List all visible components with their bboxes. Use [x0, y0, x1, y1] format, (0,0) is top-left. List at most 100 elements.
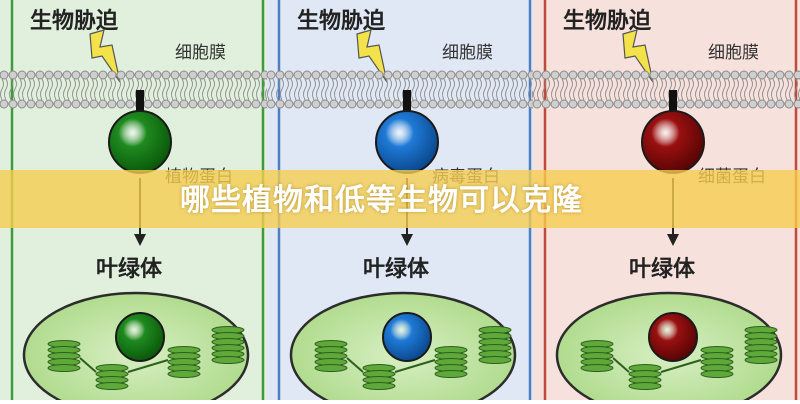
- membrane-head: [605, 71, 613, 79]
- membrane-head: [18, 100, 26, 108]
- membrane-head: [650, 71, 658, 79]
- membrane-head: [632, 100, 640, 108]
- membrane-head: [117, 100, 125, 108]
- membrane-head: [713, 100, 721, 108]
- thylakoid-disc: [363, 383, 395, 390]
- membrane-head: [623, 100, 631, 108]
- membrane-head: [587, 100, 595, 108]
- thylakoid-disc: [581, 365, 613, 372]
- membrane-head: [63, 100, 71, 108]
- membrane-head: [456, 71, 464, 79]
- membrane-head: [722, 71, 730, 79]
- membrane-head: [180, 71, 188, 79]
- membrane-head: [339, 100, 347, 108]
- membrane-head: [411, 100, 419, 108]
- membrane-head: [225, 71, 233, 79]
- membrane-head: [27, 71, 35, 79]
- membrane-head: [27, 100, 35, 108]
- membrane-head: [429, 100, 437, 108]
- membrane-head: [438, 100, 446, 108]
- membrane-head: [243, 71, 251, 79]
- membrane-head: [560, 100, 568, 108]
- membrane-head: [785, 71, 793, 79]
- membrane-head: [162, 100, 170, 108]
- membrane-head: [99, 71, 107, 79]
- membrane-head: [785, 100, 793, 108]
- membrane-head: [402, 71, 410, 79]
- membrane-head: [731, 100, 739, 108]
- membrane-head: [198, 71, 206, 79]
- membrane-head: [420, 100, 428, 108]
- membrane-head: [90, 100, 98, 108]
- membrane-head: [54, 71, 62, 79]
- grana-stack: [701, 347, 733, 378]
- membrane-head: [465, 100, 473, 108]
- panel-title: 生物胁迫: [563, 8, 652, 34]
- membrane-head: [294, 71, 302, 79]
- membrane-head: [794, 100, 800, 108]
- membrane-head: [560, 71, 568, 79]
- membrane-head: [501, 100, 509, 108]
- membrane-head: [357, 100, 365, 108]
- grana-stack: [479, 327, 511, 364]
- grana-stack: [745, 327, 777, 364]
- membrane-head: [384, 100, 392, 108]
- membrane-head: [713, 71, 721, 79]
- membrane-head: [207, 100, 215, 108]
- membrane-head: [171, 100, 179, 108]
- membrane-head: [596, 100, 604, 108]
- membrane-head: [776, 71, 784, 79]
- membrane-head: [501, 71, 509, 79]
- membrane-head: [393, 71, 401, 79]
- membrane-head: [234, 100, 242, 108]
- membrane-head: [686, 71, 694, 79]
- membrane-head: [36, 100, 44, 108]
- membrane-head: [180, 100, 188, 108]
- membrane-head: [252, 100, 260, 108]
- membrane-head: [438, 71, 446, 79]
- membrane-head: [0, 71, 8, 79]
- membrane-head: [366, 71, 374, 79]
- membrane-head: [234, 71, 242, 79]
- membrane-head: [162, 71, 170, 79]
- membrane-head: [348, 71, 356, 79]
- thylakoid-disc: [48, 365, 80, 372]
- membrane-head: [285, 71, 293, 79]
- organelle-label: 叶绿体: [629, 256, 696, 282]
- membrane-head: [740, 71, 748, 79]
- membrane-head: [614, 100, 622, 108]
- chloroplast-protein-ball: [383, 313, 431, 361]
- membrane-head: [569, 100, 577, 108]
- membrane-head: [267, 100, 275, 108]
- membrane-head: [153, 71, 161, 79]
- membrane-head: [225, 100, 233, 108]
- membrane-head: [767, 71, 775, 79]
- membrane-head: [339, 71, 347, 79]
- thylakoid-disc: [745, 357, 777, 364]
- membrane-label: 细胞膜: [442, 43, 493, 63]
- membrane-head: [749, 100, 757, 108]
- membrane-head: [303, 71, 311, 79]
- membrane-head: [330, 71, 338, 79]
- protein-ball: [109, 111, 171, 173]
- banner-title: 哪些植物和低等生物可以克隆: [180, 183, 583, 219]
- membrane-head: [45, 100, 53, 108]
- membrane-head: [758, 100, 766, 108]
- membrane-head: [330, 100, 338, 108]
- membrane-head: [189, 100, 197, 108]
- membrane-head: [623, 71, 631, 79]
- membrane-head: [551, 100, 559, 108]
- membrane-head: [126, 100, 134, 108]
- organelle-label: 叶绿体: [363, 256, 430, 282]
- membrane-head: [551, 71, 559, 79]
- membrane-head: [542, 71, 550, 79]
- membrane-label: 细胞膜: [175, 43, 226, 63]
- thylakoid-disc: [435, 371, 467, 378]
- membrane-head: [668, 71, 676, 79]
- panel-title: 生物胁迫: [30, 8, 119, 34]
- grana-stack: [48, 341, 80, 372]
- membrane-head: [578, 71, 586, 79]
- membrane-head: [659, 100, 667, 108]
- membrane-head: [144, 71, 152, 79]
- membrane-head: [90, 71, 98, 79]
